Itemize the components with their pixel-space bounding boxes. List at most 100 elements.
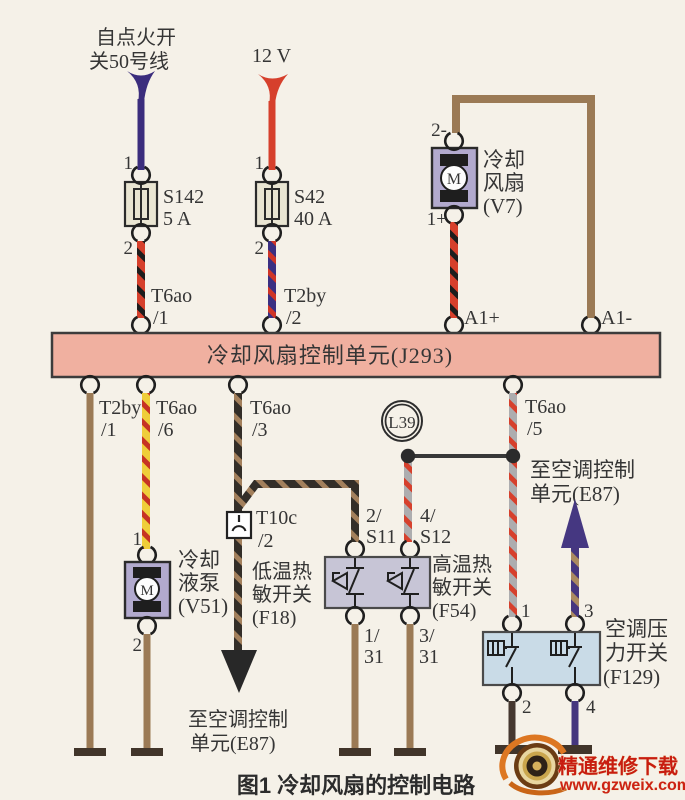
f18-label-line2: 敏开关 (252, 583, 312, 606)
pump-motor-brush-bottom (133, 601, 161, 612)
wire-t6ao5-label: T6ao (525, 396, 566, 418)
unit-arc-t6ao1 (130, 315, 152, 336)
f129-switch-symbol-right (550, 633, 582, 684)
f54-terminal-top-b: S12 (420, 526, 451, 548)
f18-switch-symbol (330, 558, 364, 607)
f54-label-line2: 敏开关 (432, 576, 492, 599)
fuse-s142-rating: 5 A (163, 208, 192, 230)
fan-motor-brush-bottom (440, 190, 468, 202)
pump-terminal-arc-bottom (136, 615, 158, 636)
pump-label-line2: 液泵 (178, 571, 220, 595)
wire-t2by1-label: T2by (99, 397, 141, 419)
fan-label-line1: 冷却 (483, 148, 525, 172)
unit-arc-t2by2 (261, 315, 283, 336)
lamp-l39-outer-circle (381, 400, 423, 442)
ignition-feed-label-line1: 自点火开 (96, 26, 176, 49)
f18-terminal-top-b: S11 (366, 526, 396, 548)
f18-terminal-bot-b: 31 (364, 646, 384, 668)
figure-caption: 图1 冷却风扇的控制电路 (237, 773, 476, 798)
unit-arc-t6ao3 (227, 374, 249, 395)
lamp-l39-label: L39 (388, 413, 415, 432)
fan-terminal-top: 2- (431, 120, 447, 141)
fuse-s142-terminal-top: 1 (124, 153, 134, 174)
pump-terminal-bottom: 2 (133, 635, 143, 656)
thermal-arc-s11 (344, 539, 366, 560)
f54-terminal-top-a: 4/ (420, 505, 436, 527)
thermal-arc-s12 (399, 539, 421, 560)
lamp-l39: L39 (381, 400, 423, 442)
pressure-switch-f129: 1 3 2 4 空调压 力开关 (F129) (481, 601, 668, 746)
watermark-swirl (499, 734, 567, 781)
junction-dot-left (400, 448, 416, 464)
f129-arc-3 (564, 614, 586, 635)
battery-feed-label: 12 V (252, 45, 292, 67)
f18-label-line1: 低温热 (252, 560, 312, 583)
fuse-s142: 1 S142 5 A 2 (124, 153, 205, 259)
watermark-url: www.gzweix.com (559, 777, 685, 794)
wire-t6ao1-label: T6ao (151, 285, 192, 307)
unit-arc-a1p (443, 315, 465, 336)
e87-bottom-line1: 至空调控制 (188, 708, 288, 731)
fan-motor-letter: M (447, 171, 461, 188)
pressure-switch-box (481, 630, 602, 687)
battery-feed: 12 V (252, 45, 292, 170)
lamp-l39-inner-circle (384, 403, 420, 439)
f129-terminal-1: 1 (521, 601, 531, 622)
wire-t2by1-pin: /1 (101, 419, 117, 441)
wire-t6ao3-pin: /3 (252, 419, 268, 441)
fuse-s42-terminal-bottom: 2 (255, 238, 265, 259)
ignition-wire-flare (127, 71, 155, 102)
f18-label-line3: (F18) (252, 607, 296, 629)
thermal-switch-box (323, 555, 432, 610)
e87-right-line1: 至空调控制 (530, 458, 635, 482)
cooling-fan-v7: 2- M 1+ 冷却 风扇 (V7) (427, 95, 595, 318)
pump-motor-letter: M (140, 583, 153, 599)
thermal-arc-31b (399, 605, 421, 626)
f129-arc-2 (501, 682, 523, 703)
ignition-feed-label-line2: 关50号线 (89, 50, 169, 73)
f54-terminal-bot-b: 31 (419, 646, 439, 668)
coolant-pump-v51: 1 M 2 冷却 液泵 (V51) (123, 529, 228, 749)
f18-terminal-bot-a: 1/ (364, 625, 380, 647)
wire-t2by2-pin: /2 (286, 307, 302, 329)
f129-terminal-4: 4 (586, 697, 596, 718)
unit-terminal-a1p: A1+ (464, 307, 500, 329)
wire-t6ao3-branch-s11 (234, 480, 359, 542)
ground-bar (74, 748, 106, 756)
f54-switch-symbol (385, 558, 419, 607)
f129-label-line2: 力开关 (605, 641, 668, 665)
unit-arc-t6ao6 (135, 374, 157, 395)
fan-motor-brush-top (440, 154, 468, 166)
unit-arc-t2by1 (79, 374, 101, 395)
watermark-text: 精通维修下载 (558, 754, 678, 778)
f54-label-line1: 高温热 (432, 553, 492, 576)
fan-motor-icon (440, 164, 468, 192)
wire-fan-ground-loop (452, 95, 595, 318)
f129-label-line1: 空调压 (605, 617, 668, 641)
unit-arc-t6ao5 (502, 374, 524, 395)
fuse-s42-rating: 40 A (294, 208, 333, 230)
unit-terminal-a1m: A1- (601, 307, 632, 329)
fuse-s142-symbol (133, 188, 149, 220)
wire-t6ao6-label: T6ao (156, 397, 197, 419)
f54-label-line3: (F54) (432, 600, 476, 622)
f129-terminal-3: 3 (584, 601, 594, 622)
f129-arc-1 (501, 614, 523, 635)
fuse-s42-name: S42 (294, 186, 325, 208)
pump-terminal-top: 1 (133, 529, 143, 550)
fuse-s42-symbol (264, 188, 280, 220)
ground-bar (394, 748, 426, 756)
fuse-s42-terminal-top: 1 (255, 153, 265, 174)
fan-label-line3: (V7) (483, 194, 523, 218)
battery-wire-flare (258, 74, 288, 104)
wire-t2by2-label: T2by (284, 285, 326, 307)
e87-bottom-line2: 单元(E87) (190, 732, 276, 755)
f18-terminal-top-a: 2/ (366, 505, 382, 527)
pump-label-line1: 冷却 (178, 548, 220, 572)
f54-terminal-bot-a: 3/ (419, 625, 435, 647)
ignition-feed: 自点火开 关50号线 (89, 26, 176, 170)
pump-motor-icon (134, 576, 160, 602)
ground-bar (339, 748, 371, 756)
